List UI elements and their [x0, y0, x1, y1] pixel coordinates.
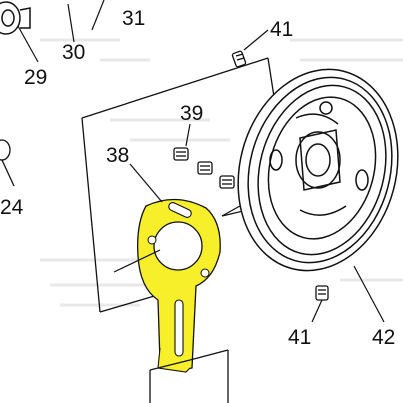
callout-31: 31: [122, 7, 145, 30]
adjuster-plate-highlight: [137, 198, 221, 373]
adjuster-slot-top: [168, 202, 192, 218]
callout-30: 30: [62, 41, 85, 64]
part-24-fragment: [0, 139, 15, 187]
set-screw-41-bottom: [315, 285, 329, 301]
pulley-spoke-upper: [295, 113, 339, 125]
callout-labels: 31 30 29 41 39 38 24 41 42: [0, 7, 395, 349]
pulley-hole-right: [355, 169, 369, 191]
leader-lines: [129, 29, 385, 323]
pulley-bore: [305, 143, 331, 177]
pulley-groove-1: [247, 76, 393, 264]
part-29-bushing: [0, 1, 31, 35]
pulley-groove-2: [257, 84, 387, 256]
lower-plate-outline: [149, 349, 229, 403]
pulley-spoke-lower: [299, 205, 347, 216]
adjuster-slot-long: [174, 299, 184, 357]
callout-29: 29: [24, 66, 47, 89]
callout-41-bottom: 41: [288, 326, 311, 349]
callout-42: 42: [372, 326, 395, 349]
callout-24: 24: [0, 196, 24, 219]
bolt-39-c: [219, 175, 235, 189]
adjuster-small-hole-left: [147, 235, 157, 245]
callout-38: 38: [106, 144, 129, 167]
callout-39: 39: [180, 102, 203, 125]
pulley-hole-left: [269, 149, 283, 171]
pulley-hole-top: [319, 101, 333, 115]
pulley-42: [237, 68, 399, 272]
pulley-hub-flat: [299, 129, 341, 191]
leader-lines-top-left: [17, 0, 105, 63]
bolt-39-b: [197, 161, 213, 175]
adjuster-small-hole-right: [200, 268, 210, 278]
bolt-group-39: [173, 147, 235, 189]
set-screw-41-top: [231, 50, 247, 68]
bolt-39-a: [173, 147, 189, 161]
pulley-hub: [295, 131, 341, 189]
callout-41-top: 41: [270, 18, 293, 41]
adjuster-hole: [153, 221, 203, 271]
